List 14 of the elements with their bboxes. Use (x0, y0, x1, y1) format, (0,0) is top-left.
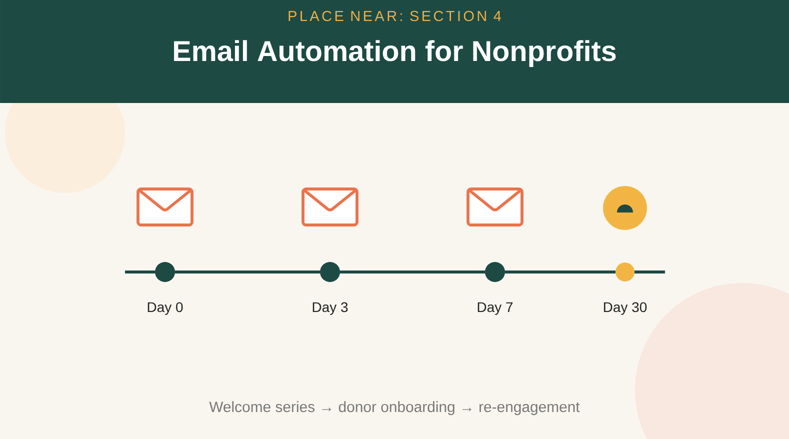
timeline-dot (485, 262, 505, 282)
timeline-segment (505, 270, 616, 274)
title: Email Automation for Nonprofits (174, 40, 616, 67)
caption: Welcome series → donor onboarding → re-engagement (209, 401, 580, 416)
timeline-segment (175, 270, 320, 274)
day-label: Day 3 (312, 302, 348, 315)
section-note: PLACE NEAR: SECTION 4 (288, 10, 502, 22)
timeline-dot (155, 262, 175, 282)
day-label: Day 7 (478, 302, 513, 315)
day-label: Day 30 (604, 302, 647, 315)
day-label: Day 0 (148, 302, 183, 315)
timeline-dot (616, 262, 634, 282)
timeline-dot (320, 262, 340, 282)
timeline-segment (340, 270, 485, 274)
